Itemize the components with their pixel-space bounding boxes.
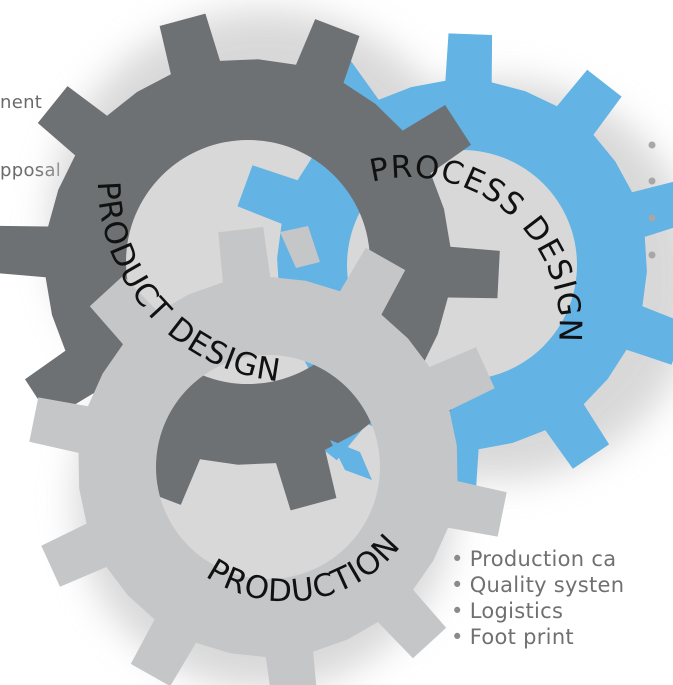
production-gear <box>29 227 507 685</box>
process-design-bullets <box>648 141 656 259</box>
product-design-item-1: nent <box>0 92 43 113</box>
production-items-list: Production ca Quality systen Logistics F… <box>451 546 624 650</box>
process-gear-tooth-accent <box>330 440 372 480</box>
list-item: Quality systen <box>451 572 624 598</box>
list-item: Logistics <box>451 598 624 624</box>
list-item: Production ca <box>451 546 624 572</box>
list-item: Foot print <box>451 624 624 650</box>
production-gear-tooth-accent <box>280 226 320 268</box>
product-design-item-2: pposal <box>0 160 62 181</box>
